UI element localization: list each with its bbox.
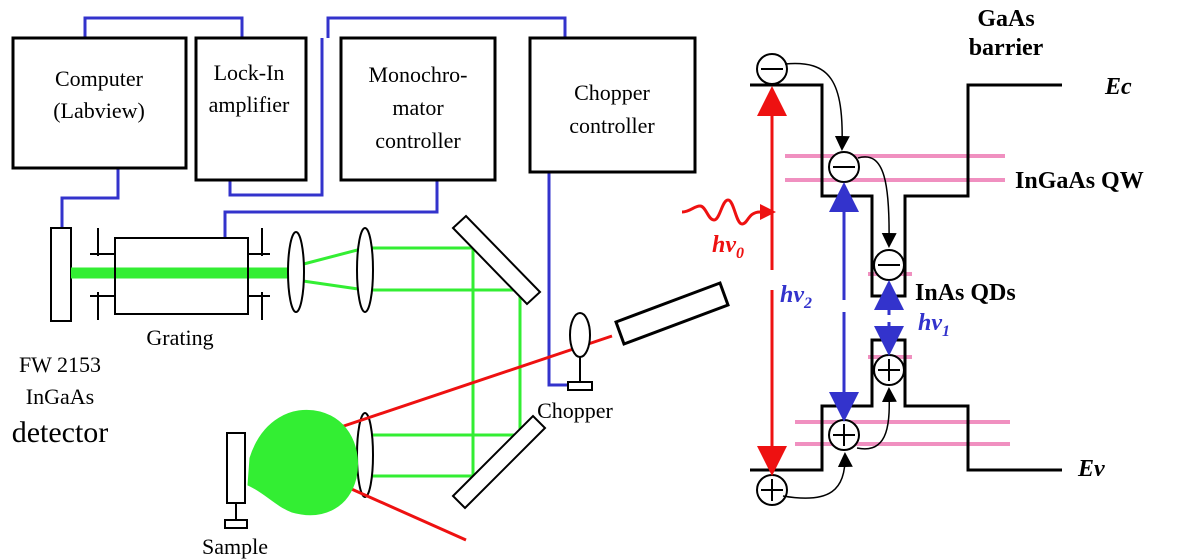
barrier-label-1: GaAs bbox=[977, 6, 1034, 32]
lockin-box: Lock-In amplifier bbox=[194, 36, 308, 182]
holes bbox=[756, 354, 905, 506]
electron-1 bbox=[756, 53, 788, 85]
emission-blob bbox=[247, 409, 358, 516]
detector-label-1: FW 2153 bbox=[19, 352, 101, 377]
computer-label-1: Computer bbox=[55, 66, 144, 91]
hv1-label: hv1 bbox=[918, 310, 950, 340]
mirrors bbox=[451, 214, 547, 510]
qds-label: InAs QDs bbox=[915, 280, 1016, 306]
electron-2 bbox=[828, 151, 860, 183]
incident-photon bbox=[681, 198, 761, 226]
barrier-label-2: barrier bbox=[969, 35, 1044, 61]
qw-label: InGaAs QW bbox=[1015, 168, 1144, 194]
lockin-label-2: amplifier bbox=[209, 92, 290, 117]
computer-label-2: (Labview) bbox=[53, 98, 145, 123]
chopper bbox=[567, 312, 593, 391]
hv2-label: hv2 bbox=[780, 282, 812, 312]
monochromator-box: Monochro- mator controller bbox=[339, 36, 497, 182]
electrons bbox=[756, 53, 905, 281]
lens-2 bbox=[356, 227, 374, 313]
hole-3 bbox=[756, 474, 788, 506]
mirror-2 bbox=[451, 414, 547, 510]
computer-box: Computer (Labview) bbox=[11, 36, 188, 170]
chopper-label: Chopper bbox=[537, 398, 613, 423]
chopper-controller-box: Chopper controller bbox=[528, 36, 697, 174]
hv0-label: hv0 bbox=[712, 232, 744, 262]
monochromator-label-1: Monochro- bbox=[369, 62, 468, 87]
band-labels: GaAs barrier Ec InGaAs QW InAs QDs Ev bbox=[915, 6, 1144, 482]
laser bbox=[614, 281, 730, 346]
monochromator-housing bbox=[90, 228, 270, 320]
transition-arrows bbox=[757, 86, 904, 476]
chopper-controller-label-2: controller bbox=[569, 113, 655, 138]
monochromator-label-3: controller bbox=[375, 128, 461, 153]
mirror-1 bbox=[451, 214, 542, 306]
detector-label-2: InGaAs bbox=[26, 384, 94, 409]
detector-label: FW 2153 InGaAs detector bbox=[12, 352, 109, 449]
ec-label: Ec bbox=[1104, 74, 1132, 100]
hole-1 bbox=[873, 354, 905, 386]
relaxation-arrows bbox=[782, 62, 897, 499]
grating-label: Grating bbox=[146, 325, 213, 350]
monochromator-label-2: mator bbox=[392, 95, 444, 120]
electron-3 bbox=[873, 249, 905, 281]
lockin-label-1: Lock-In bbox=[214, 60, 285, 85]
lenses bbox=[287, 227, 374, 498]
sample bbox=[224, 432, 248, 529]
valence-band bbox=[750, 338, 1062, 472]
photon-arrowhead bbox=[760, 204, 776, 220]
sample-label: Sample bbox=[202, 534, 268, 559]
detector-label-3: detector bbox=[12, 416, 109, 449]
detector bbox=[50, 227, 72, 322]
photon-labels: hv0 hv2 hv1 bbox=[712, 232, 950, 340]
ev-label: Ev bbox=[1077, 456, 1105, 482]
hole-2 bbox=[828, 419, 860, 451]
chopper-controller-label-1: Chopper bbox=[574, 80, 650, 105]
signal-wires bbox=[60, 16, 572, 387]
lens-3 bbox=[356, 412, 374, 498]
lens-1 bbox=[287, 231, 305, 313]
